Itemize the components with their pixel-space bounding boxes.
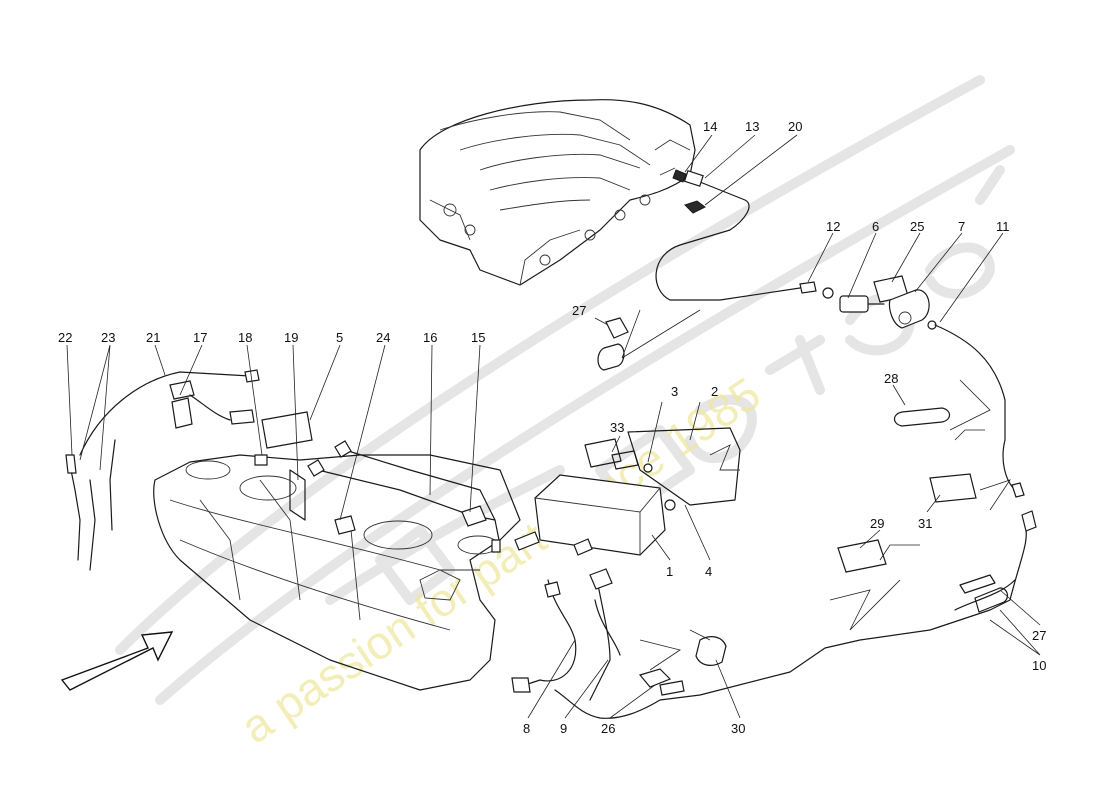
callout-19: 19 — [284, 330, 298, 345]
charcoal-canister — [514, 427, 741, 556]
callout-22: 22 — [58, 330, 72, 345]
intake-manifold — [419, 99, 696, 286]
watermark-slogan: a passion for parts since 1985 — [232, 367, 770, 753]
callout-23: 23 — [101, 330, 115, 345]
callout-29: 29 — [870, 516, 884, 531]
clips — [597, 317, 977, 573]
callout-21: 21 — [146, 330, 160, 345]
callout-8: 8 — [523, 721, 530, 736]
callout-labels: 1 2 3 4 5 6 7 8 9 10 11 12 13 14 15 16 1… — [58, 119, 1046, 736]
callout-27-lower: 27 — [1032, 628, 1046, 643]
callout-18: 18 — [238, 330, 252, 345]
purge-valve-assembly — [822, 275, 937, 330]
callout-10: 10 — [1032, 658, 1046, 673]
callout-26: 26 — [601, 721, 615, 736]
callout-2: 2 — [711, 384, 718, 399]
callout-1: 1 — [666, 564, 673, 579]
callout-24: 24 — [376, 330, 390, 345]
callout-25: 25 — [910, 219, 924, 234]
right-fuel-line — [554, 324, 1037, 719]
lower-hoses — [511, 568, 727, 701]
callout-16: 16 — [423, 330, 437, 345]
callout-17: 17 — [193, 330, 207, 345]
left-small-parts — [65, 369, 356, 571]
callout-14: 14 — [703, 119, 717, 134]
callout-7: 7 — [958, 219, 965, 234]
callout-33: 33 — [610, 420, 624, 435]
callout-28: 28 — [884, 371, 898, 386]
callout-13: 13 — [745, 119, 759, 134]
leader-lines — [66, 134, 1041, 719]
canister-hoses — [307, 440, 501, 553]
callout-20: 20 — [788, 119, 802, 134]
callout-30: 30 — [731, 721, 745, 736]
callout-9: 9 — [560, 721, 567, 736]
callout-3: 3 — [671, 384, 678, 399]
callout-31: 31 — [918, 516, 932, 531]
callout-27-upper: 27 — [572, 303, 586, 318]
direction-arrow-icon — [60, 631, 174, 691]
callout-12: 12 — [826, 219, 840, 234]
callout-4: 4 — [705, 564, 712, 579]
callout-5: 5 — [336, 330, 343, 345]
callout-6: 6 — [872, 219, 879, 234]
fuel-tank — [153, 454, 521, 691]
callout-11: 11 — [996, 219, 1010, 234]
callout-15: 15 — [471, 330, 485, 345]
purge-pipe — [655, 169, 817, 301]
